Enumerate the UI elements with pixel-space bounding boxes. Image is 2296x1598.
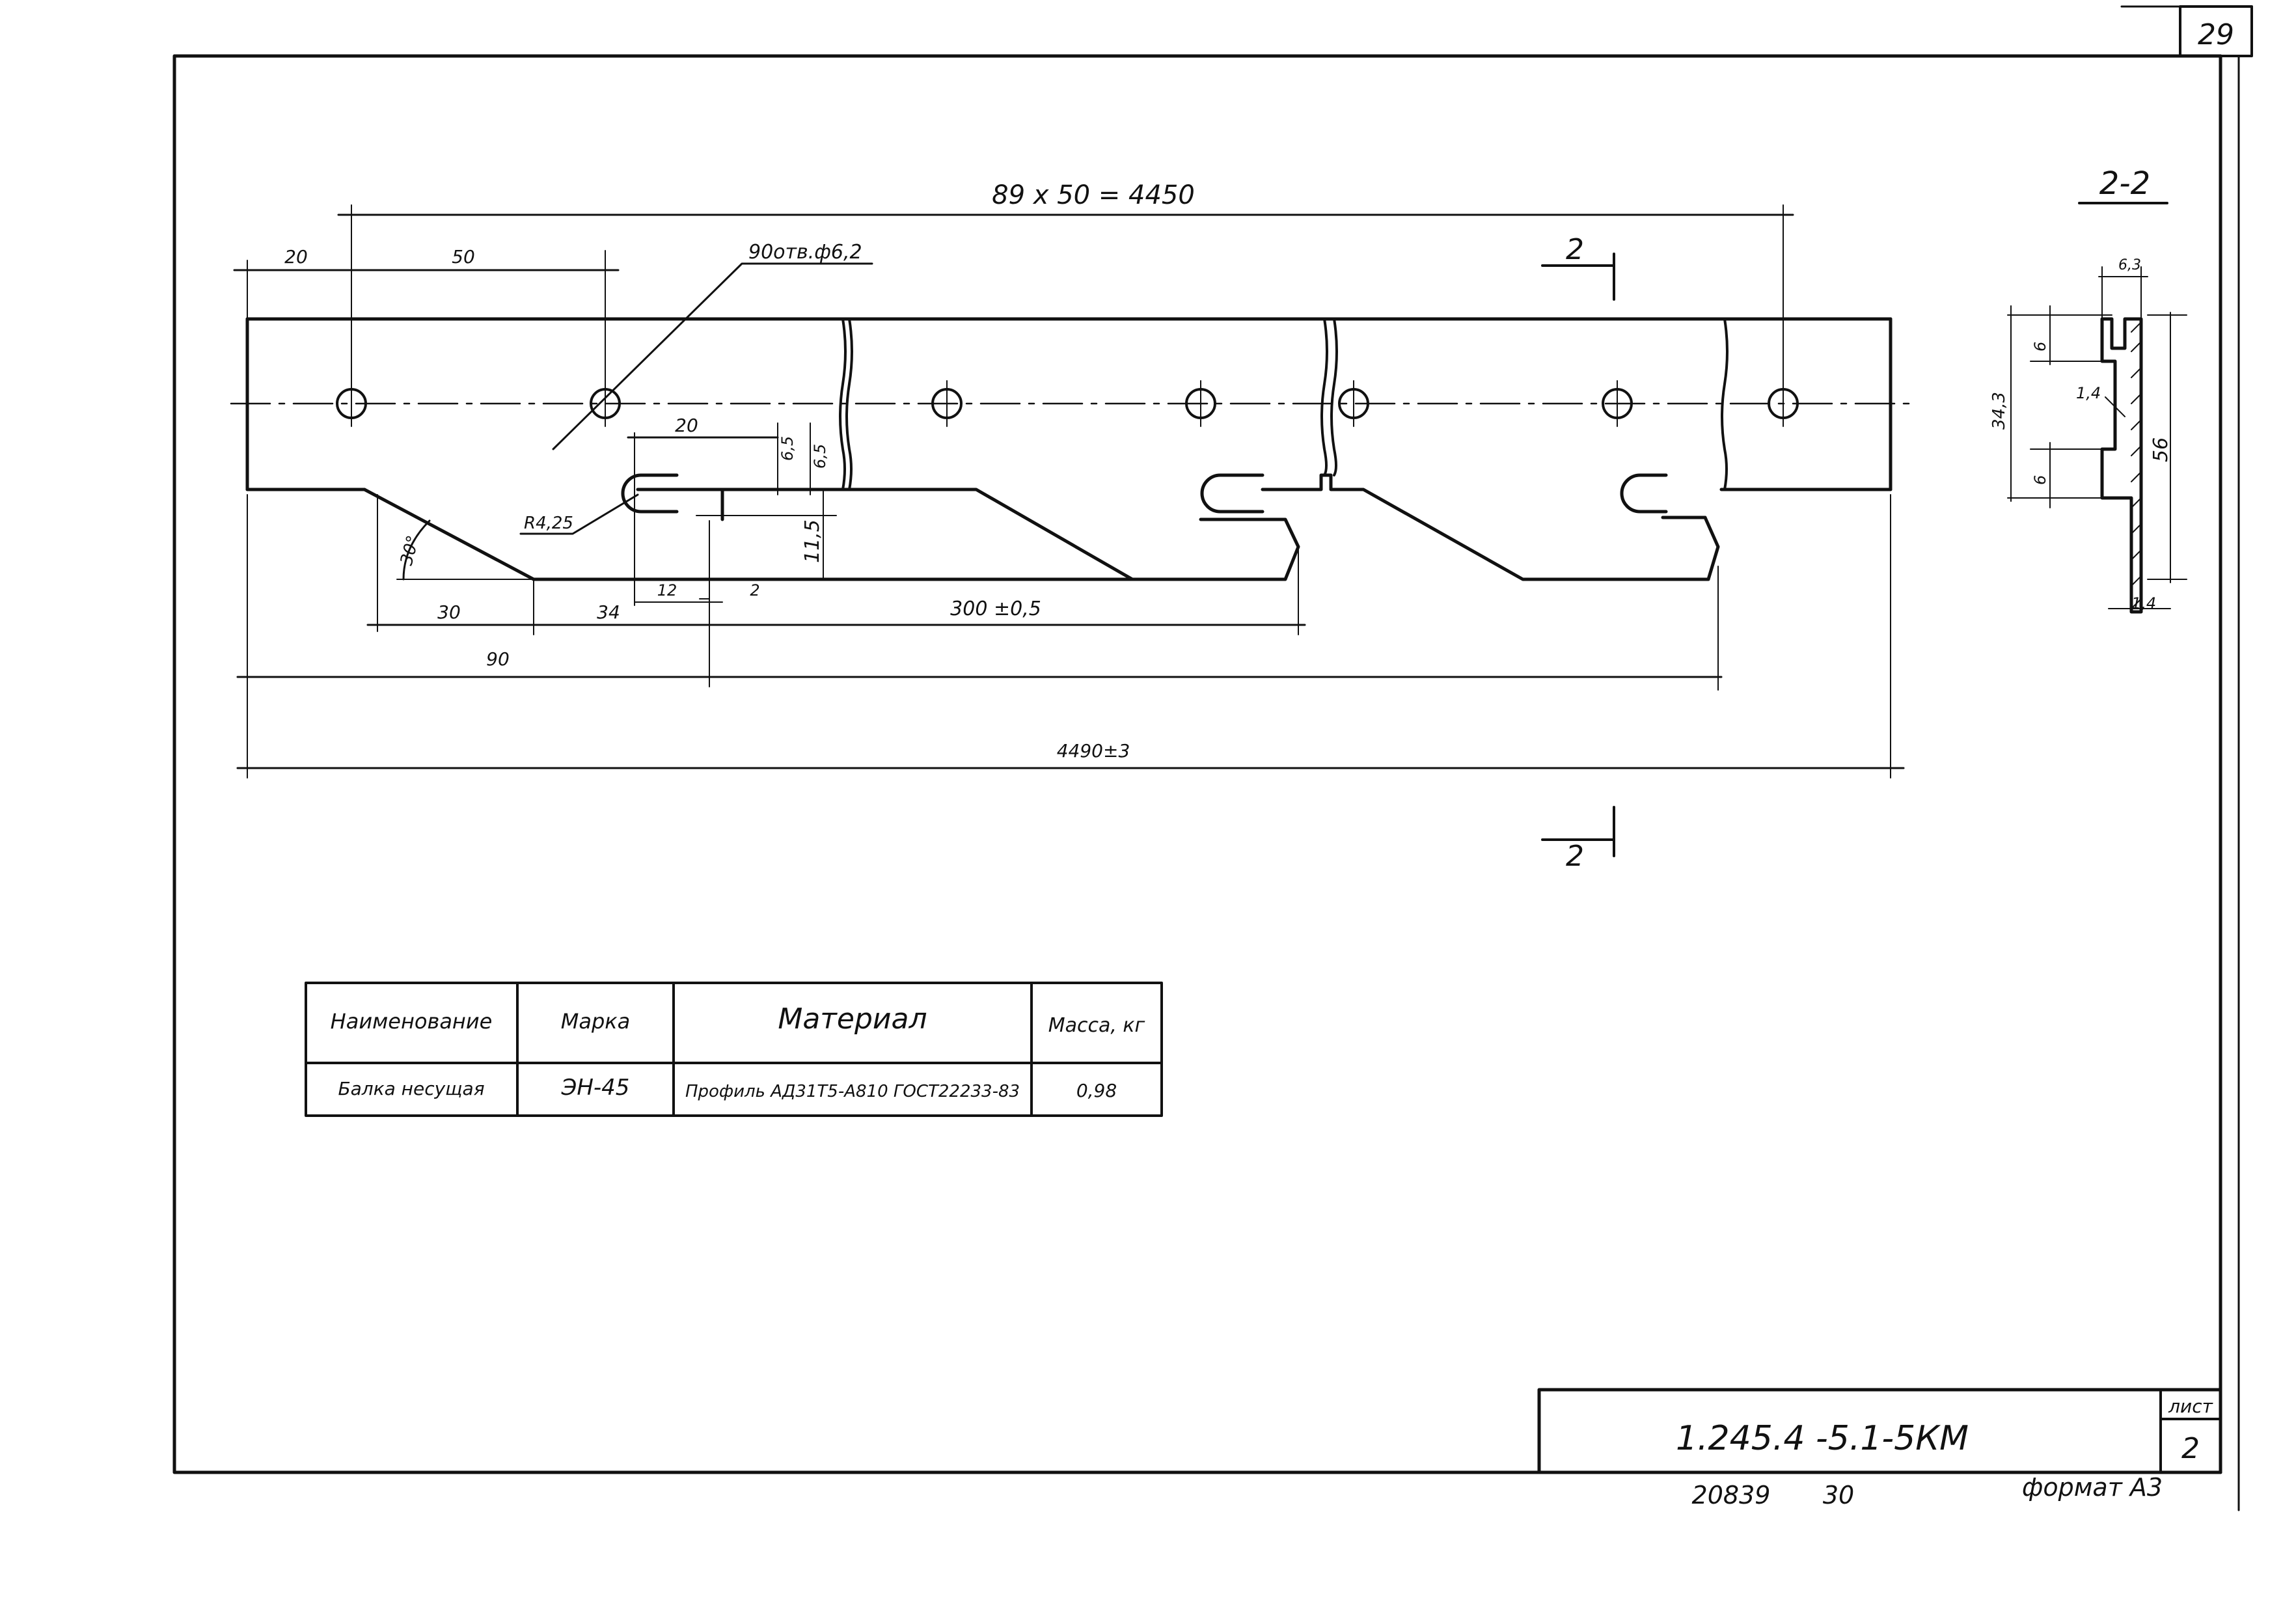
title-block <box>1537 1388 2222 1474</box>
dim-6-5-b: 6,5 <box>811 444 829 469</box>
table-cell-name: Балка несущая <box>338 1078 484 1099</box>
section-marker-top: 2 <box>1566 233 1584 266</box>
section-title: 2-2 <box>2099 165 2150 202</box>
profile-elevation <box>230 317 1911 581</box>
sheet-label: лист <box>2168 1396 2213 1417</box>
sect-dim-1-4-a: 1,4 <box>2076 384 2101 402</box>
sheet-frame <box>172 5 2253 1511</box>
dim-20-left: 20 <box>284 246 308 268</box>
sect-dim-34-3: 34,3 <box>1989 392 2009 430</box>
dim-300: 300 ±0,5 <box>950 598 1041 620</box>
table-header-mark: Марка <box>561 1009 630 1034</box>
holes-callout: 90отв.ф6,2 <box>748 241 862 264</box>
sect-dim-6-3: 6,3 <box>2118 257 2141 273</box>
table-cell-mark: ЭН-45 <box>561 1075 630 1101</box>
table-cell-mass: 0,98 <box>1076 1080 1117 1101</box>
dim-4490: 4490±3 <box>1057 740 1130 762</box>
dim-11-5: 11,5 <box>801 519 824 563</box>
dimension-lines <box>233 204 1905 857</box>
table-cell-material: Профиль АД31Т5-А810 ГОСТ22233-83 <box>685 1082 1020 1101</box>
top-dimension: 89 x 50 = 4450 <box>992 180 1195 210</box>
table-header-material: Материал <box>778 1002 927 1036</box>
dim-12: 12 <box>657 581 677 599</box>
radius-label: R4,25 <box>524 514 573 533</box>
sect-dim-6-b: 6 <box>2031 475 2049 485</box>
dim-2: 2 <box>750 581 759 599</box>
dim-50: 50 <box>452 246 475 268</box>
sect-dim-56: 56 <box>2150 437 2172 462</box>
format-label: формат А3 <box>2022 1473 2163 1502</box>
dim-6-5-a: 6,5 <box>778 436 797 461</box>
section-2-2 <box>2007 202 2187 614</box>
table-header-name: Наименование <box>331 1009 493 1034</box>
dim-20-slot: 20 <box>675 415 698 436</box>
table-header-mass: Масса, кг <box>1048 1014 1145 1037</box>
spec-table <box>305 982 1163 1117</box>
slots <box>621 473 1668 514</box>
sheet-number: 2 <box>2181 1432 2200 1465</box>
dim-30: 30 <box>437 601 461 623</box>
dim-34: 34 <box>597 601 620 623</box>
order-number: 20839 <box>1692 1481 1771 1509</box>
document-code: 1.245.4 -5.1-5КМ <box>1676 1419 1969 1458</box>
order-suffix: 30 <box>1823 1481 1854 1509</box>
sheet-corner-number: 29 <box>2198 18 2234 51</box>
angle-label: 30° <box>397 534 424 568</box>
dim-90: 90 <box>486 648 510 670</box>
section-marker-bottom: 2 <box>1566 840 1584 873</box>
sect-dim-6-a: 6 <box>2031 342 2049 351</box>
sect-dim-1-4-b: 1,4 <box>2131 594 2156 613</box>
